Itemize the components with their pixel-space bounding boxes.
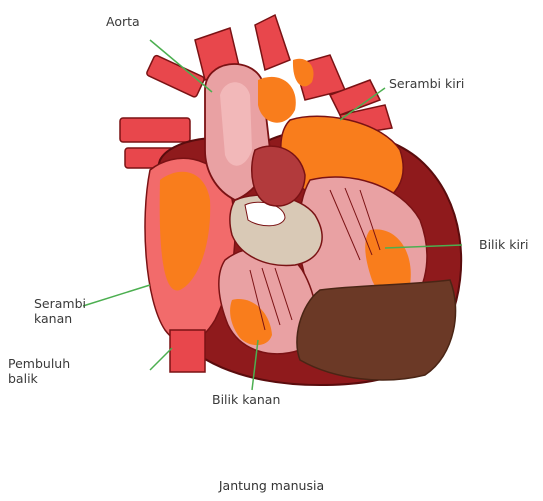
label-serambi-kanan: Serambi kanan <box>34 296 94 326</box>
label-serambi-kiri: Serambi kiri <box>389 76 464 91</box>
apex-muscle <box>297 280 456 380</box>
left-vessel-2 <box>120 118 190 142</box>
label-bilik-kiri: Bilik kiri <box>479 237 529 252</box>
label-bilik-kanan: Bilik kanan <box>212 392 280 407</box>
label-aorta: Aorta <box>106 14 140 29</box>
orange-patch-1 <box>258 77 296 123</box>
label-pembuluh-balik: Pembuluh balik <box>8 356 78 386</box>
figure-caption: Jantung manusia <box>0 478 543 493</box>
inferior-vena-cava <box>170 330 205 372</box>
vessel-right-top <box>255 15 290 70</box>
